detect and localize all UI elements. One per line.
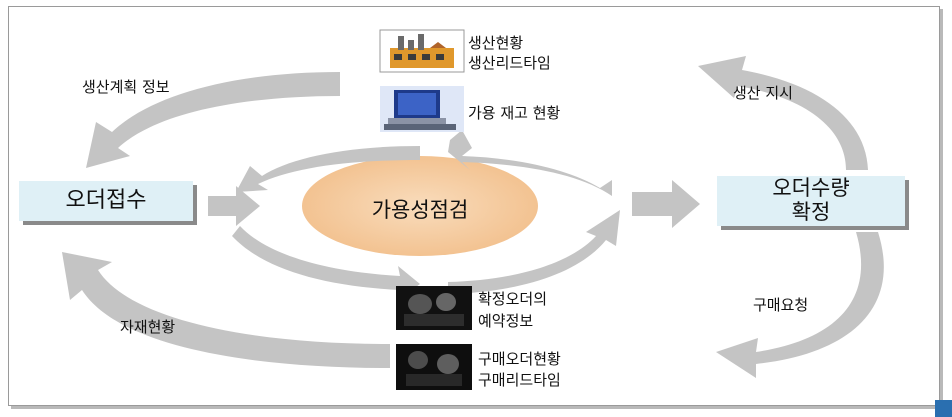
available-stock-label: 가용 재고 현황 [468,104,561,122]
purchase-status-line2: 구매리드타임 [478,371,561,389]
arrow-left-to-center [208,186,260,226]
outer-arrow-purchase-request [716,232,884,378]
inner-arrow-bottom-right [448,210,620,294]
reservation-line1: 확정오더의 [478,290,548,308]
purchase-photo-icon [396,344,472,390]
availability-check-label: 가용성점검 [371,198,469,222]
plan-info-label: 생산계획 정보 [82,78,170,96]
order-receipt-box: 오더접수 [19,181,193,221]
inner-arrow-top-left [236,146,420,192]
reservation-line2: 예약정보 [478,312,534,330]
computer-icon [380,86,464,132]
arrow-center-to-right [632,180,700,228]
factory-icon [379,29,465,73]
center-ellipse [302,156,538,256]
corner-mark [935,400,952,417]
outer-arrow-production-order [698,56,868,170]
outer-arrow-plan-info [86,72,340,168]
order-confirm-line2: 확정 [791,200,831,224]
inner-arrow-bottom-left [232,226,420,300]
inner-arrow-top-right [448,130,612,196]
production-order-label: 생산 지시 [733,84,793,102]
production-status-line2: 생산리드타임 [468,54,551,72]
purchase-status-line1: 구매오더현황 [478,350,561,368]
purchase-request-label: 구매요청 [753,296,809,314]
outer-cycle-arrows [62,56,884,378]
material-status-label: 자재현황 [120,318,176,336]
order-receipt-label: 오더접수 [65,188,147,213]
order-confirm-box: 오더수량 확정 [717,176,905,226]
order-confirm-line1: 오더수량 [772,176,850,200]
reservation-photo-icon [396,286,472,330]
inner-cycle-arrows [232,130,620,300]
production-status-line1: 생산현황 [468,34,524,52]
outer-arrow-material-status [62,252,390,368]
